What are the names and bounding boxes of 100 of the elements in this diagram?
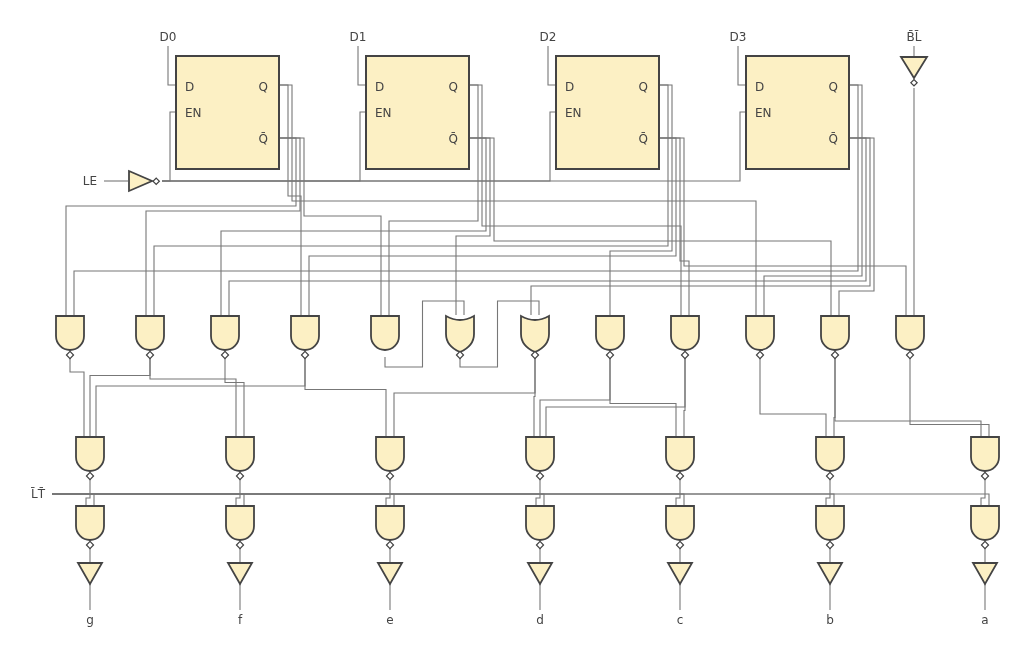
and-gate bbox=[375, 436, 405, 482]
wire bbox=[609, 84, 673, 316]
wire bbox=[455, 137, 491, 316]
buffer-triangle bbox=[900, 56, 928, 88]
signal-label: L̄T̄ bbox=[24, 485, 52, 503]
wire bbox=[838, 137, 875, 316]
wire bbox=[279, 137, 382, 316]
pin-label: Q bbox=[828, 81, 838, 93]
pin-label: D bbox=[565, 81, 575, 93]
pin-label: Q̄ bbox=[258, 133, 268, 145]
pin-label: Q̄ bbox=[638, 133, 648, 145]
and-gate bbox=[970, 505, 1000, 551]
wire bbox=[679, 547, 681, 563]
wire bbox=[980, 478, 986, 506]
signal-label: f bbox=[232, 610, 248, 630]
buffer-triangle bbox=[77, 562, 103, 584]
wire bbox=[304, 357, 387, 437]
and-gate bbox=[210, 315, 240, 361]
wire bbox=[459, 300, 540, 368]
pin-label: EN bbox=[565, 107, 582, 119]
and-gate bbox=[665, 505, 695, 551]
pin-label: D bbox=[375, 81, 385, 93]
buffer-triangle bbox=[128, 170, 162, 192]
and-gate bbox=[815, 436, 845, 482]
latch-box bbox=[365, 55, 470, 170]
and-gate bbox=[225, 436, 255, 482]
pin-label: Q̄ bbox=[448, 133, 458, 145]
signal-label: D1 bbox=[345, 28, 371, 46]
wire bbox=[279, 84, 757, 316]
and-gate bbox=[75, 505, 105, 551]
wire bbox=[161, 111, 746, 182]
and-gate bbox=[225, 505, 255, 551]
and-gate bbox=[595, 315, 625, 361]
wire bbox=[913, 45, 915, 57]
and-gate bbox=[670, 315, 700, 361]
wire bbox=[984, 582, 986, 611]
and-gate bbox=[525, 505, 555, 551]
signal-label: D0 bbox=[155, 28, 181, 46]
wire bbox=[829, 582, 831, 611]
wire bbox=[103, 180, 129, 182]
wire bbox=[73, 84, 859, 316]
wire bbox=[389, 582, 391, 611]
and-gate bbox=[895, 315, 925, 361]
and-gate bbox=[55, 315, 85, 361]
wire bbox=[539, 547, 541, 563]
wire bbox=[539, 582, 541, 611]
wire bbox=[235, 478, 241, 506]
wire bbox=[763, 84, 863, 316]
and-gate bbox=[75, 436, 105, 482]
wire bbox=[65, 137, 297, 316]
wire bbox=[167, 45, 176, 86]
wire bbox=[759, 357, 827, 437]
wire bbox=[145, 137, 301, 316]
pin-label: EN bbox=[375, 107, 392, 119]
wire bbox=[384, 300, 465, 368]
wire bbox=[228, 137, 867, 316]
pin-label: D bbox=[755, 81, 765, 93]
signal-label: g bbox=[82, 610, 98, 630]
signal-label: LE bbox=[76, 172, 104, 190]
wire bbox=[737, 45, 746, 86]
wire bbox=[69, 357, 85, 437]
or-gate bbox=[520, 315, 550, 361]
wire bbox=[89, 582, 91, 611]
wire bbox=[683, 357, 686, 437]
wire bbox=[388, 84, 479, 316]
and-gate bbox=[665, 436, 695, 482]
wire bbox=[89, 547, 91, 563]
buffer-triangle bbox=[227, 562, 253, 584]
wire bbox=[547, 45, 556, 86]
buffer-triangle bbox=[817, 562, 843, 584]
wire bbox=[469, 137, 832, 316]
and-gate bbox=[815, 505, 845, 551]
wire bbox=[679, 582, 681, 611]
wire bbox=[224, 357, 245, 437]
and-gate bbox=[970, 436, 1000, 482]
latch-box bbox=[555, 55, 660, 170]
signal-label: D2 bbox=[535, 28, 561, 46]
wire bbox=[913, 87, 915, 316]
and-gate bbox=[525, 436, 555, 482]
wire bbox=[385, 478, 391, 506]
pin-label: Q bbox=[258, 81, 268, 93]
signal-label: d bbox=[532, 610, 548, 630]
and-gate bbox=[375, 505, 405, 551]
wire bbox=[308, 137, 677, 316]
and-gate bbox=[745, 315, 775, 361]
wire bbox=[829, 547, 831, 563]
wire bbox=[984, 547, 986, 563]
and-gate bbox=[135, 315, 165, 361]
buffer-triangle bbox=[667, 562, 693, 584]
latch-box bbox=[175, 55, 280, 170]
wire bbox=[51, 493, 990, 506]
wire bbox=[909, 357, 990, 437]
signal-label: a bbox=[977, 610, 993, 630]
signal-label: B̄L̄ bbox=[900, 28, 928, 46]
signal-label: e bbox=[382, 610, 398, 630]
wire bbox=[85, 478, 91, 506]
pin-label: Q bbox=[638, 81, 648, 93]
signal-label: b bbox=[822, 610, 838, 630]
wire bbox=[609, 357, 677, 437]
and-gate bbox=[820, 315, 850, 361]
